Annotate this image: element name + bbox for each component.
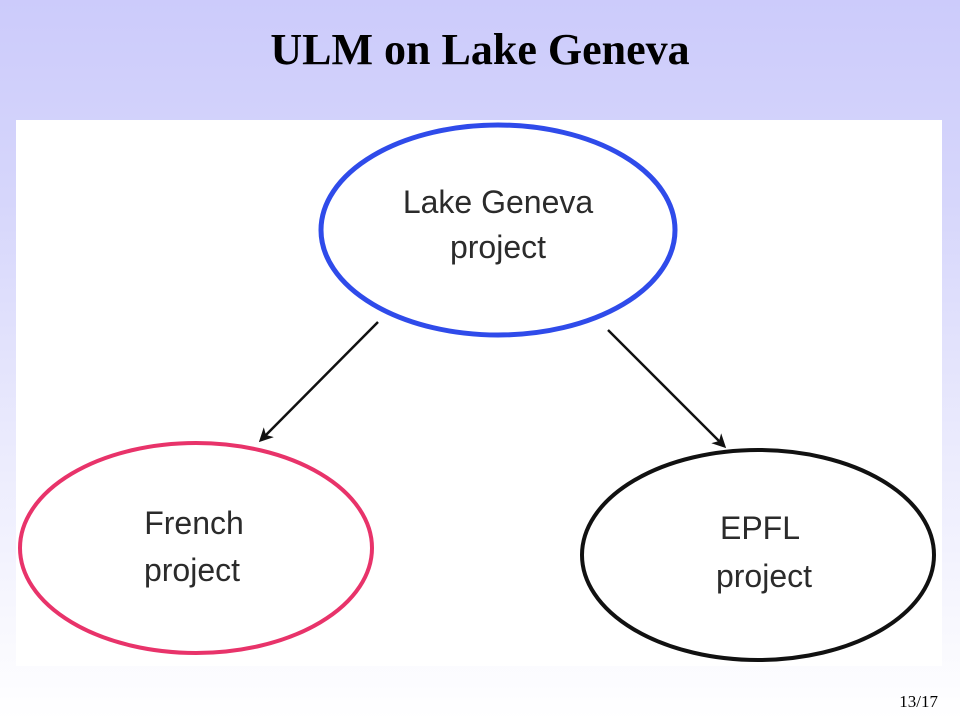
slide-title: ULM on Lake Geneva — [270, 25, 690, 74]
node-french-label-line2: project — [144, 552, 240, 588]
node-lake-geneva-label-line2: project — [450, 229, 546, 265]
diagram-panel: Lake Geneva project French project EPFL … — [16, 120, 942, 666]
page-number: 13/17 — [899, 692, 938, 711]
node-epfl: EPFL project — [580, 448, 936, 662]
node-lake-geneva-ellipse — [318, 122, 678, 338]
node-epfl-ellipse — [580, 448, 936, 662]
node-lake-geneva-label-line1: Lake Geneva — [403, 184, 594, 220]
edge-lake-to-french — [258, 321, 379, 443]
diagram-canvas: Lake Geneva project French project EPFL … — [18, 122, 936, 662]
node-epfl-label-line2: project — [716, 558, 812, 594]
edge-lake-to-epfl — [607, 329, 727, 449]
node-french-label-line1: French — [144, 505, 244, 541]
node-epfl-label-line1: EPFL — [720, 510, 800, 546]
node-french: French project — [18, 441, 374, 655]
node-lake-geneva: Lake Geneva project — [318, 122, 678, 338]
node-french-ellipse — [18, 441, 374, 655]
